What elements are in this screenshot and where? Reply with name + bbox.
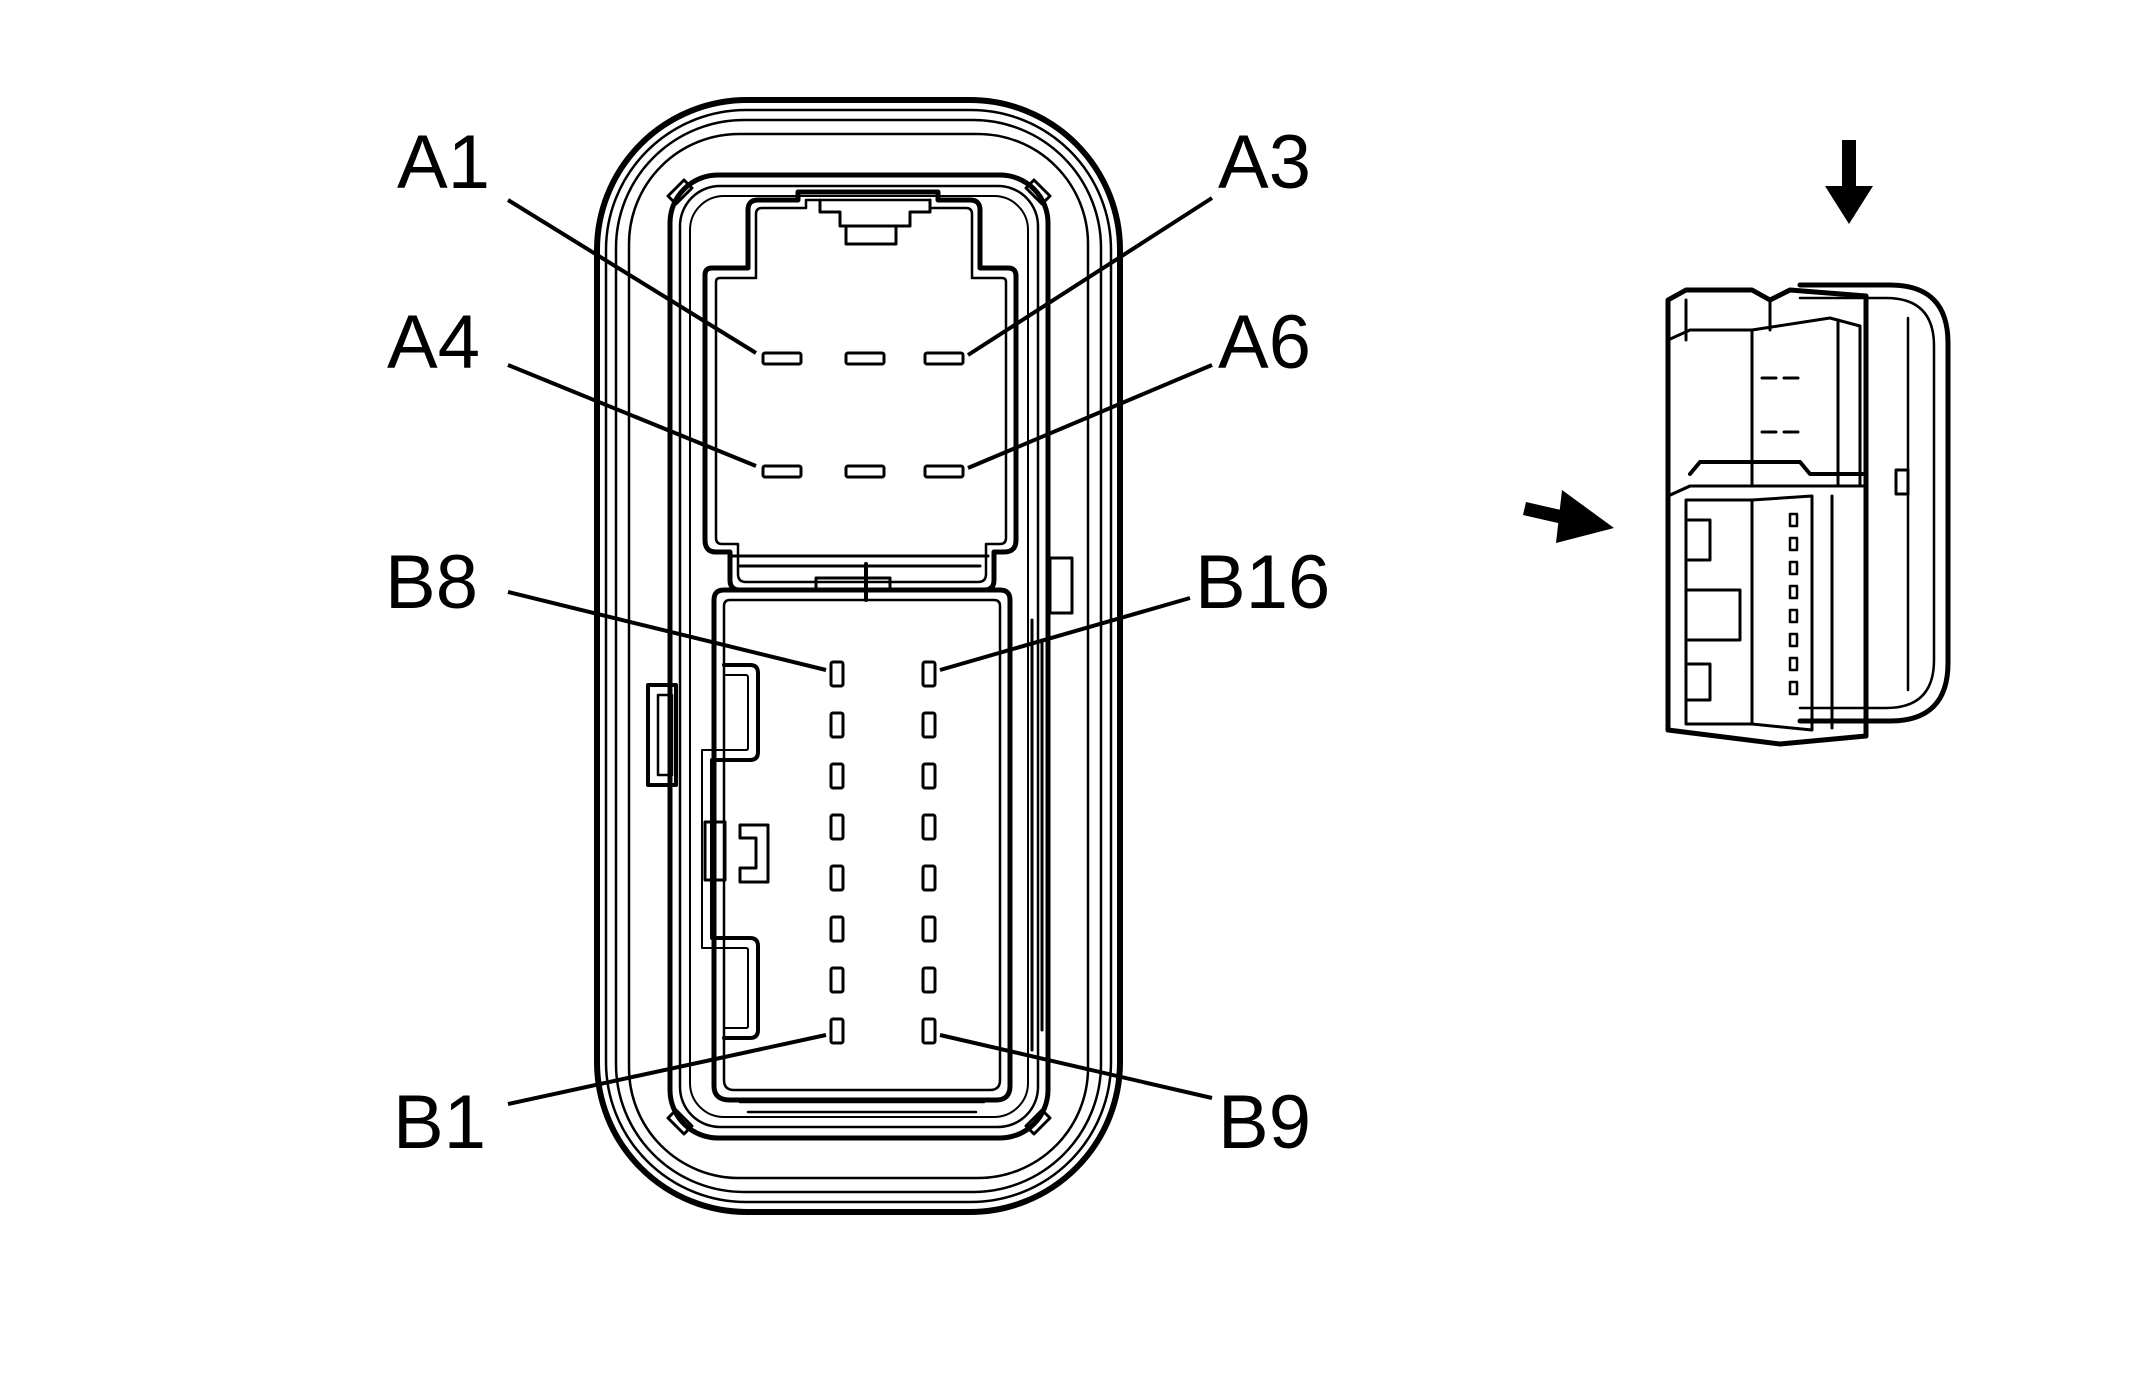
side-section-divider-2: [1666, 484, 1868, 498]
leader-lines: [506, 196, 1214, 1106]
pin-a6: [923, 464, 965, 479]
side-housing-outline: [1665, 287, 1869, 747]
leader-b16: [939, 596, 1191, 672]
pin-b2: [829, 966, 845, 994]
side-bezel-inner: [1798, 296, 1936, 710]
pin-b16: [921, 660, 937, 688]
label-b16: B16: [1195, 540, 1330, 625]
a-cavity-top-key: [818, 198, 932, 228]
side-lower-section: [1684, 498, 1754, 726]
leader-b9: [939, 1033, 1213, 1100]
arrow-down-icon: [1825, 140, 1873, 224]
label-b8: B8: [385, 540, 478, 625]
section-divider: [730, 554, 990, 568]
a-cavity-body-inner: [714, 198, 1008, 584]
pin-a2: [844, 351, 886, 366]
arrow-right-icon: [1523, 490, 1614, 543]
pin-b10: [921, 966, 937, 994]
b-cavity-left-lock-inner: [701, 674, 749, 1029]
bezel-outer-outline: [594, 97, 1123, 1215]
bezel-outline-3: [614, 118, 1103, 1194]
pin-a3: [923, 351, 965, 366]
leader-a1: [506, 198, 758, 355]
pin-b15: [921, 711, 937, 739]
leader-a3: [966, 196, 1214, 357]
b-pin-grid: [829, 660, 937, 1045]
label-a6: A6: [1218, 300, 1311, 385]
corner-tab-top-left: [666, 178, 694, 206]
b-cavity-body-inner: [722, 598, 1002, 1092]
side-clip-inner: [656, 693, 674, 777]
label-a1: A1: [397, 120, 490, 205]
leader-b1: [507, 1033, 827, 1106]
leader-a6: [967, 363, 1213, 470]
side-a-pin-marks: [1760, 376, 1800, 434]
pin-b11: [921, 915, 937, 943]
bezel-inner-outline: [627, 132, 1090, 1180]
pin-a4: [761, 464, 803, 479]
a-pin-grid: [761, 351, 965, 479]
pin-b13: [921, 813, 937, 841]
side-small-tab: [1894, 468, 1910, 496]
a-cavity-body-outer: [702, 189, 1019, 593]
side-upper-section: [1666, 328, 1754, 498]
pin-b8: [829, 660, 845, 688]
b-cavity-left-lock: [710, 663, 760, 1040]
pin-b14: [921, 762, 937, 790]
label-b9: B9: [1218, 1080, 1311, 1165]
connector-front-view: [594, 97, 1123, 1215]
pin-a5: [844, 464, 886, 479]
right-side-clip: [1048, 556, 1074, 615]
label-a3: A3: [1218, 120, 1311, 205]
bezel-outline-2: [604, 108, 1113, 1204]
pin-a1: [761, 351, 803, 366]
housing-frame-inner-2: [689, 195, 1029, 1118]
side-clip-outer: [646, 683, 678, 787]
label-a4: A4: [387, 300, 480, 385]
pin-labels: A1 A3 A4 A6 B8 B16 B1 B9: [385, 120, 1330, 1165]
leader-b8: [507, 590, 827, 672]
pin-b9: [921, 1017, 937, 1045]
corner-tab-top-right: [1024, 178, 1052, 206]
inner-lock-key: [738, 823, 770, 884]
leader-a4: [507, 363, 757, 468]
pin-b5: [829, 813, 845, 841]
corner-tab-bottom-left: [666, 1108, 694, 1136]
b-cavity-body-outer: [711, 587, 1013, 1103]
pin-b7: [829, 711, 845, 739]
divider-latch: [814, 576, 892, 590]
side-b-pin-column: [1788, 512, 1799, 696]
housing-frame-inner: [678, 184, 1040, 1129]
side-bezel-outer: [1797, 282, 1951, 724]
pin-b1: [829, 1017, 845, 1045]
connector-side-view: [1665, 282, 1951, 747]
side-lower-notches: [1684, 518, 1742, 702]
pin-b3: [829, 915, 845, 943]
label-b1: B1: [393, 1080, 486, 1165]
b-cavity-bottom-rib: [738, 1100, 986, 1114]
pin-b12: [921, 864, 937, 892]
housing-frame-outer: [667, 172, 1051, 1141]
side-section-divider: [1688, 460, 1868, 476]
corner-tab-bottom-right: [1024, 1108, 1052, 1136]
view-arrows: [1523, 140, 1873, 543]
a-cavity-top-key-latch: [844, 224, 898, 246]
pin-b4: [829, 864, 845, 892]
side-lower-face: [1750, 494, 1814, 732]
inner-lock-tab: [703, 820, 727, 882]
pin-b6: [829, 762, 845, 790]
